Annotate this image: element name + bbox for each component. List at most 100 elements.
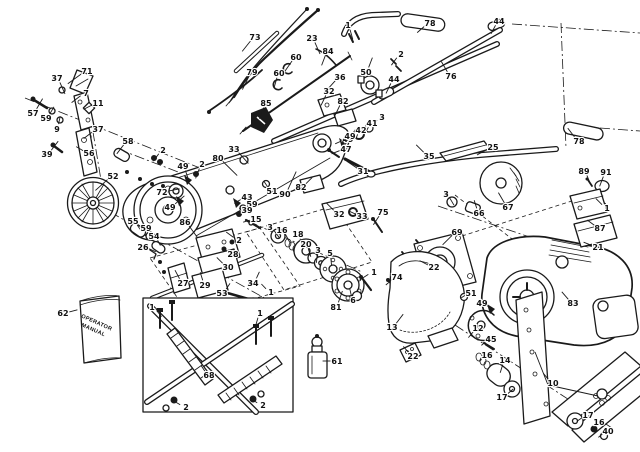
part-label-7: 7 bbox=[71, 88, 90, 103]
part-label-85: 85 bbox=[259, 98, 273, 120]
svg-text:91: 91 bbox=[600, 168, 612, 177]
svg-text:69: 69 bbox=[451, 228, 463, 237]
svg-text:82: 82 bbox=[295, 183, 306, 192]
svg-text:51: 51 bbox=[465, 289, 477, 298]
svg-text:39: 39 bbox=[41, 150, 53, 159]
part-label-34: 34 bbox=[246, 271, 260, 289]
svg-text:31: 31 bbox=[357, 167, 369, 176]
svg-text:72: 72 bbox=[156, 188, 167, 197]
svg-text:21: 21 bbox=[592, 243, 604, 252]
part-label-28: 28 bbox=[221, 247, 240, 260]
part-label-36: 36 bbox=[325, 72, 347, 92]
svg-text:49: 49 bbox=[344, 132, 356, 141]
svg-text:44: 44 bbox=[388, 75, 400, 84]
part-label-35: 35 bbox=[415, 144, 436, 162]
svg-text:49: 49 bbox=[177, 162, 189, 171]
part-label-40: 40 bbox=[598, 426, 615, 438]
part-label-10: 10 bbox=[543, 373, 560, 389]
part-label-13: 13 bbox=[385, 313, 404, 333]
height-lever-group bbox=[30, 69, 98, 177]
svg-text:20: 20 bbox=[300, 240, 312, 249]
part-label-60: 60 bbox=[284, 52, 303, 72]
part-label-51: 51 bbox=[263, 181, 279, 197]
part-label-33: 33 bbox=[227, 144, 249, 164]
svg-text:59: 59 bbox=[246, 200, 258, 209]
part-label-60: 60 bbox=[272, 68, 286, 88]
svg-text:1: 1 bbox=[371, 268, 377, 277]
part-label-61: 61 bbox=[322, 356, 344, 367]
svg-text:5: 5 bbox=[327, 249, 333, 258]
part-label-78: 78 bbox=[416, 18, 437, 33]
shim-plate-22-lower bbox=[399, 342, 422, 363]
throttle-control-85 bbox=[251, 107, 273, 133]
part-label-16: 16 bbox=[590, 417, 606, 431]
svg-text:51: 51 bbox=[266, 187, 278, 196]
part-label-91: 91 bbox=[599, 167, 613, 187]
inset-bolts bbox=[157, 300, 274, 412]
part-label-58: 58 bbox=[116, 136, 135, 155]
part-label-67: 67 bbox=[498, 192, 515, 213]
screws-2-top bbox=[390, 58, 402, 72]
part-label-32: 32 bbox=[325, 202, 346, 220]
clutch-assembly bbox=[446, 161, 523, 215]
blade-drive-hub-cluster bbox=[270, 228, 365, 302]
handle-rod-73 bbox=[233, 30, 280, 74]
svg-text:30: 30 bbox=[222, 263, 234, 272]
throttle-cable bbox=[225, 7, 320, 107]
part-label-26: 26 bbox=[136, 242, 156, 253]
svg-text:79: 79 bbox=[246, 68, 258, 77]
part-label-83: 83 bbox=[561, 291, 580, 309]
part-label-22: 22 bbox=[419, 260, 441, 273]
svg-text:39: 39 bbox=[241, 206, 253, 215]
svg-text:12: 12 bbox=[472, 324, 483, 333]
part-label-44: 44 bbox=[490, 16, 506, 35]
svg-text:28: 28 bbox=[227, 250, 239, 259]
svg-text:6: 6 bbox=[350, 296, 356, 305]
svg-text:36: 36 bbox=[334, 73, 346, 82]
part-label-43: 43 bbox=[233, 192, 254, 204]
part-label-50: 50 bbox=[359, 57, 373, 78]
part-label-20: 20 bbox=[299, 239, 313, 257]
part-label-53: 53 bbox=[215, 283, 231, 299]
part-label-5: 5 bbox=[326, 248, 334, 266]
operator-manual-62: OPERATOR MANUAL bbox=[79, 294, 122, 364]
part-label-42: 42 bbox=[354, 125, 368, 139]
part-label-69: 69 bbox=[442, 227, 464, 246]
svg-text:2: 2 bbox=[236, 236, 242, 245]
svg-text:1: 1 bbox=[257, 309, 263, 318]
part-label-52: 52 bbox=[95, 171, 120, 191]
part-label-12: 12 bbox=[468, 323, 485, 338]
part-label-18: 18 bbox=[291, 229, 305, 249]
svg-text:1: 1 bbox=[149, 303, 155, 312]
drive-pulley bbox=[133, 175, 203, 245]
part-label-17: 17 bbox=[495, 388, 514, 403]
part-label-2: 2 bbox=[225, 231, 243, 246]
part-label-37: 37 bbox=[50, 73, 66, 95]
part-label-2: 2 bbox=[153, 145, 167, 162]
svg-text:78: 78 bbox=[424, 19, 436, 28]
part-label-39: 39 bbox=[235, 205, 254, 216]
svg-text:43: 43 bbox=[241, 193, 252, 202]
part-label-78: 78 bbox=[567, 127, 586, 147]
svg-text:2: 2 bbox=[398, 50, 404, 59]
part-label-44: 44 bbox=[385, 74, 401, 94]
svg-text:1: 1 bbox=[604, 204, 610, 213]
part-label-49: 49 bbox=[176, 161, 190, 183]
svg-text:81: 81 bbox=[330, 303, 342, 312]
svg-text:1: 1 bbox=[268, 288, 274, 297]
part-label-23: 23 bbox=[305, 33, 321, 55]
edger-blades-10 bbox=[515, 291, 640, 443]
svg-text:23: 23 bbox=[306, 34, 317, 43]
svg-text:3: 3 bbox=[267, 223, 273, 232]
part-label-80: 80 bbox=[211, 153, 238, 176]
svg-text:18: 18 bbox=[292, 230, 304, 239]
svg-text:7: 7 bbox=[83, 89, 89, 98]
part-label-41: 41 bbox=[365, 118, 379, 133]
part-label-30: 30 bbox=[216, 257, 235, 273]
part-label-14: 14 bbox=[498, 355, 512, 373]
part-label-82: 82 bbox=[334, 96, 350, 116]
mount-plate-25 bbox=[439, 140, 491, 162]
svg-text:16: 16 bbox=[593, 418, 605, 427]
part-label-11: 11 bbox=[83, 98, 105, 110]
